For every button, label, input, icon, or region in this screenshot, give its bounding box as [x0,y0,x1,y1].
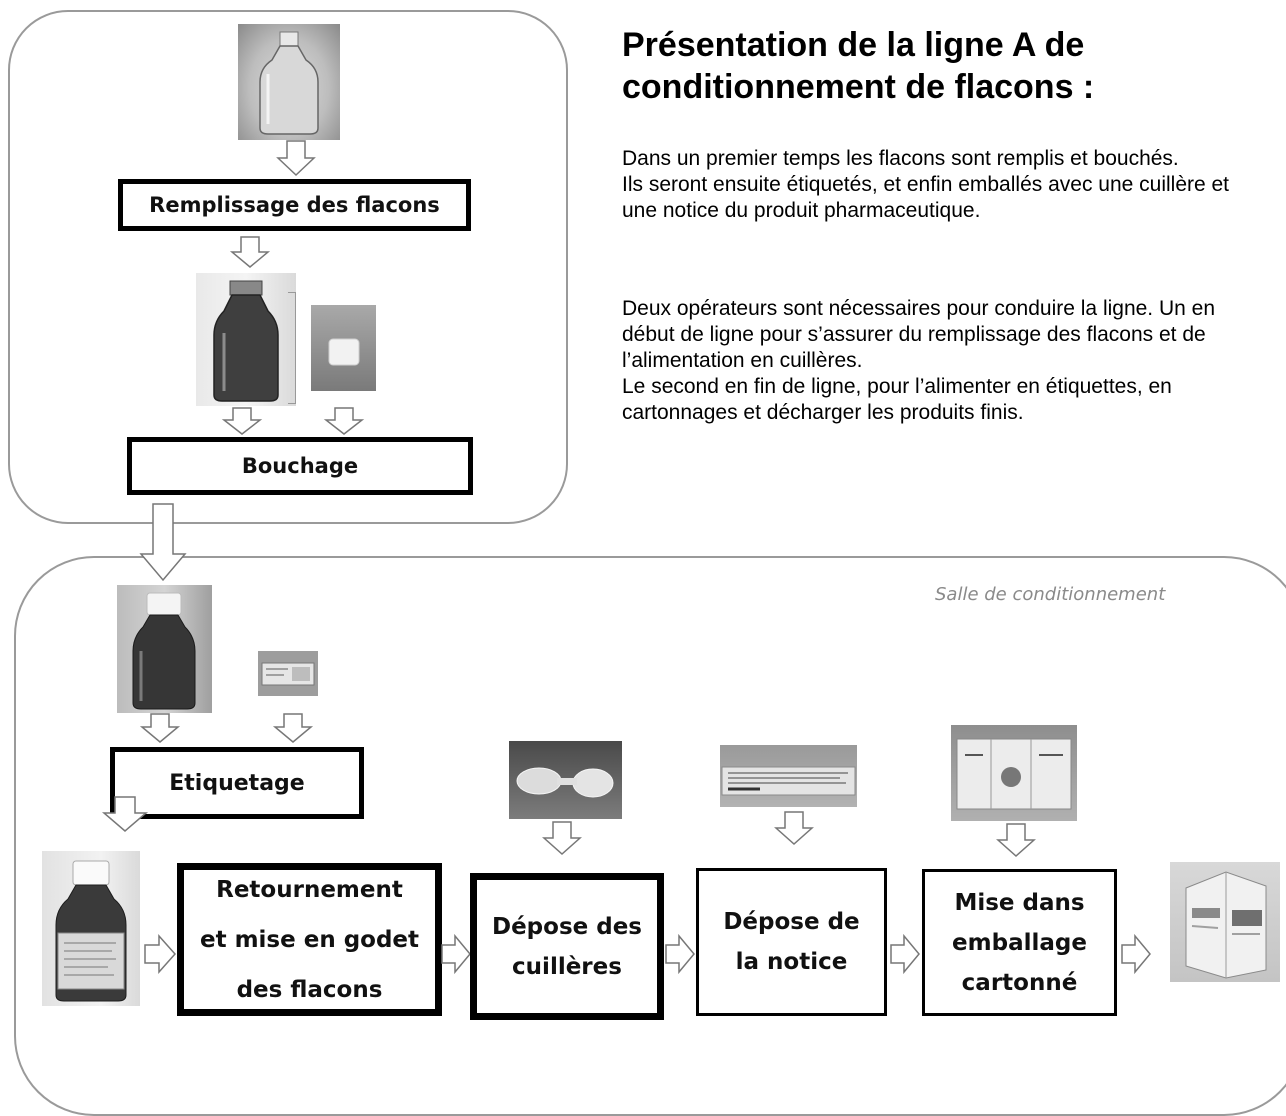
description-line: Deux opérateurs sont nécessaires pour co… [622,297,1216,372]
description-line: Dans un premier temps les flacons sont r… [622,147,1179,170]
cap-photo [311,305,376,391]
right-arrow-icon [665,933,695,975]
spoons-step-line: Dépose des [491,913,642,940]
right-arrow-icon [441,933,471,975]
capped-bottle-photo [117,585,212,713]
description-line: Le second en fin de ligne, pour l’alimen… [622,375,1172,424]
leaflet-photo [720,745,857,807]
down-arrow-icon [101,796,149,832]
filling-area-frame [8,10,568,524]
boxing-step-line: Mise dans [954,889,1085,916]
description-paragraph-1: Dans un premier temps les flacons sont r… [622,146,1262,224]
turning-step-line: des flacons [236,976,383,1003]
right-arrow-icon [890,933,920,975]
down-arrow-icon [276,140,316,177]
label-photo [258,651,318,696]
labelling-step: Etiquetage [110,747,364,819]
down-arrow-icon [229,236,271,268]
empty-bottle-photo [238,24,340,140]
down-arrow-icon [272,713,314,743]
down-arrow-icon [774,811,814,846]
down-arrow-icon [221,407,263,435]
turning-step-line: Retournement [216,876,403,903]
turning-step-line: et mise en godet [199,926,420,953]
boxing-step: Mise dans emballage cartonné [922,869,1117,1016]
boxing-step-line: cartonné [961,969,1078,996]
final-box-photo [1170,862,1280,982]
capping-step: Bouchage [127,437,473,495]
turning-step: Retournement et mise en godet des flacon… [177,863,442,1016]
spoons-step-line: cuillères [512,953,622,980]
page-title: Présentation de la ligne A de conditionn… [622,26,1095,106]
filling-step: Remplissage des flacons [118,179,471,231]
right-arrow-icon [1121,933,1151,975]
packaging-room-label: Salle de conditionnement [935,584,1166,605]
boxing-step-line: emballage [952,929,1087,956]
filled-bottle-photo [196,273,296,406]
leaflet-step-line: la notice [735,949,848,975]
description-line: Ils seront ensuite étiquetés, et enfin e… [622,173,1230,222]
spoon-photo [509,741,622,819]
spoons-step: Dépose des cuillères [470,873,664,1020]
right-arrow-icon [144,934,177,974]
description-paragraph-2: Deux opérateurs sont nécessaires pour co… [622,296,1262,426]
leaflet-step-line: Dépose de [723,909,860,935]
leaflet-step: Dépose de la notice [696,868,887,1016]
down-arrow-icon [139,503,187,582]
carton-blank-photo [951,725,1077,821]
labelled-bottle-photo [42,851,140,1006]
down-arrow-icon [542,821,582,856]
down-arrow-icon [996,823,1036,858]
down-arrow-icon [139,713,181,743]
down-arrow-icon [323,407,365,435]
bracket-line [288,292,296,404]
